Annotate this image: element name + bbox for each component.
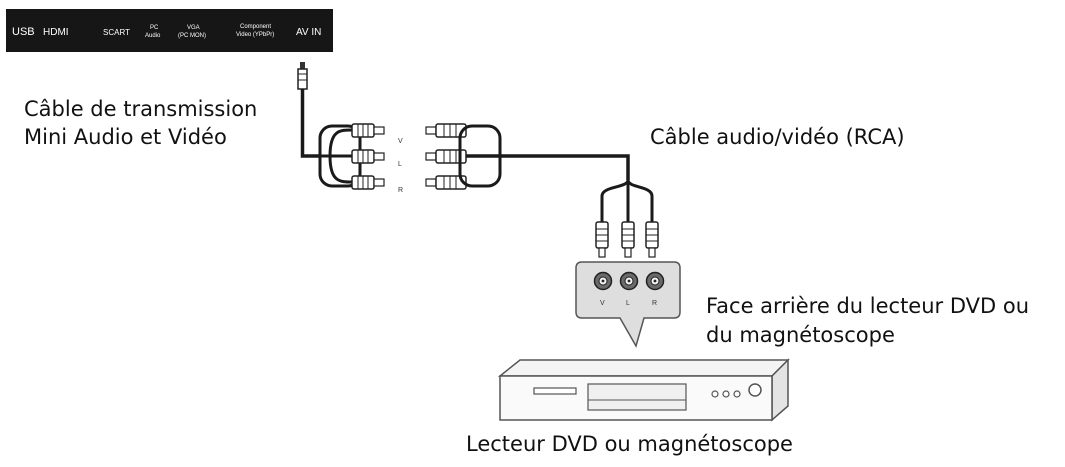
rca-plug-down-l xyxy=(621,221,635,258)
rear-panel-label-line2: du magnétoscope xyxy=(706,323,895,347)
device-label: Lecteur DVD ou magnétoscope xyxy=(466,432,793,456)
mini-cable-label-line2: Mini Audio et Vidéo xyxy=(24,125,227,149)
component-label-line1: Component xyxy=(240,24,271,30)
pin-label-rear-v: V xyxy=(600,300,605,307)
dvd-button-3 xyxy=(733,390,741,398)
panel-background xyxy=(6,9,333,52)
rca-plug-right-v xyxy=(425,123,467,138)
vga-label-line1: VGA xyxy=(187,25,200,31)
mini-av-cable xyxy=(297,62,362,188)
rca-cable-split xyxy=(600,179,654,222)
usb-port-label: USB xyxy=(12,26,35,38)
component-label-line2: Video (YPbPr) xyxy=(236,32,274,38)
rca-plug-left-l xyxy=(351,149,385,164)
dvd-power-knob xyxy=(748,383,762,397)
rca-plug-right-r xyxy=(425,175,467,190)
pin-label-left-r: R xyxy=(398,187,403,194)
pc-audio-label-line1: PC xyxy=(150,25,159,31)
dvd-button-1 xyxy=(711,390,719,398)
pin-label-left-v: V xyxy=(398,138,403,145)
rca-av-cable xyxy=(458,124,654,222)
mini-jack-tip xyxy=(300,62,305,70)
dvd-display-window xyxy=(587,383,687,411)
scart-port-label: SCART xyxy=(103,28,130,37)
rca-cable-label: Câble audio/vidéo (RCA) xyxy=(650,125,905,149)
rca-plug-left-r xyxy=(351,175,385,190)
dvd-player xyxy=(497,358,790,422)
tv-connector-panel: USB HDMI SCART PC Audio VGA (PC MON) Com… xyxy=(6,9,333,52)
dvd-button-2 xyxy=(722,390,730,398)
rca-jack-l xyxy=(619,271,639,291)
left-rca-plugs xyxy=(351,123,385,190)
vga-label-line2: (PC MON) xyxy=(178,33,206,39)
rca-plug-left-v xyxy=(351,123,385,138)
dvd-rear-panel: V L R xyxy=(575,261,681,348)
rear-panel-label-line1: Face arrière du lecteur DVD ou xyxy=(706,294,1030,318)
rca-plug-down-v xyxy=(595,221,609,258)
bottom-rca-plugs xyxy=(595,221,659,258)
mini-jack-body xyxy=(297,68,308,90)
rca-plug-down-r xyxy=(645,221,659,258)
dvd-disc-tray xyxy=(533,387,577,395)
av-in-port-label: AV IN xyxy=(296,27,321,38)
pin-label-rear-r: R xyxy=(652,300,657,307)
pc-audio-label-line2: Audio xyxy=(145,33,161,39)
pin-label-left-l: L xyxy=(398,161,402,168)
mini-cable-wire xyxy=(300,89,320,158)
mini-cable-label-line1: Câble de transmission xyxy=(24,97,258,121)
rca-cable-trunk xyxy=(466,154,630,180)
pin-label-rear-l: L xyxy=(626,300,630,307)
rca-jack-r xyxy=(645,271,665,291)
mini-cable-fanout xyxy=(320,128,353,184)
hdmi-port-label: HDMI xyxy=(43,27,69,38)
dvd-top-face xyxy=(497,359,790,377)
rca-jack-v xyxy=(593,271,613,291)
